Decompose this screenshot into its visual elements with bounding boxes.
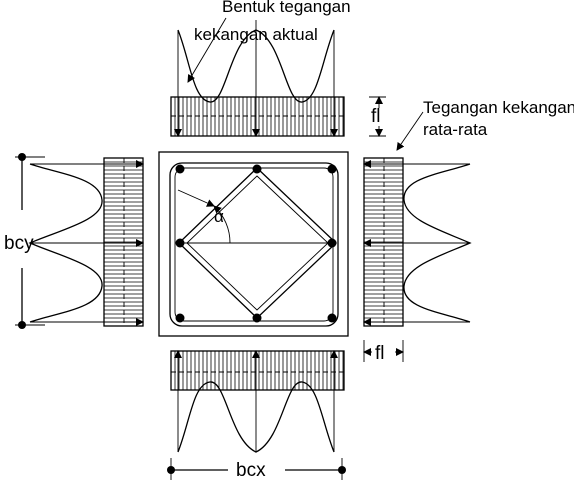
hatching: [174, 97, 344, 136]
actual-stress-callout: Bentuk tegangan kekangan aktual: [187, 0, 351, 83]
rebar: [327, 238, 337, 248]
actual-stress-label-line1: Bentuk tegangan: [222, 0, 351, 16]
bcx-label: bcx: [236, 460, 266, 481]
bottom-stress-block: [170, 350, 345, 453]
rebar: [175, 164, 185, 174]
rebar-group: [175, 164, 337, 323]
average-stress-callout: Tegangan kekangan rata-rata: [396, 98, 574, 151]
bcx-dimension: bcx: [167, 458, 346, 481]
rebar: [327, 313, 337, 323]
column-section: α: [158, 151, 349, 337]
hoop-inner: [174, 167, 334, 322]
hatching: [364, 161, 403, 323]
actual-stress-label-line2: kekangan aktual: [194, 25, 318, 44]
rebar: [252, 313, 262, 323]
fl-dimension-top: fl: [369, 96, 386, 137]
alpha-angle: α: [177, 189, 231, 244]
rebar: [252, 164, 262, 174]
alpha-label: α: [214, 207, 224, 226]
fl-dimension-right: fl: [363, 340, 404, 364]
rebar: [175, 313, 185, 323]
fl-right-label: fl: [375, 343, 385, 364]
hatching: [104, 161, 143, 323]
hoop-outer: [169, 162, 339, 327]
right-stress-block: [363, 157, 472, 327]
left-stress-block: [28, 157, 144, 327]
bcy-dimension: bcy: [4, 153, 45, 329]
rebar: [327, 164, 337, 174]
column-outline: [158, 151, 349, 337]
rebar: [175, 238, 185, 248]
average-stress-label-line2: rata-rata: [423, 120, 488, 139]
fl-top-label: fl: [371, 106, 381, 127]
bcy-label: bcy: [4, 233, 34, 254]
hatching: [174, 351, 344, 390]
average-stress-label-line1: Tegangan kekangan: [423, 98, 574, 117]
top-stress-block: [170, 20, 345, 137]
